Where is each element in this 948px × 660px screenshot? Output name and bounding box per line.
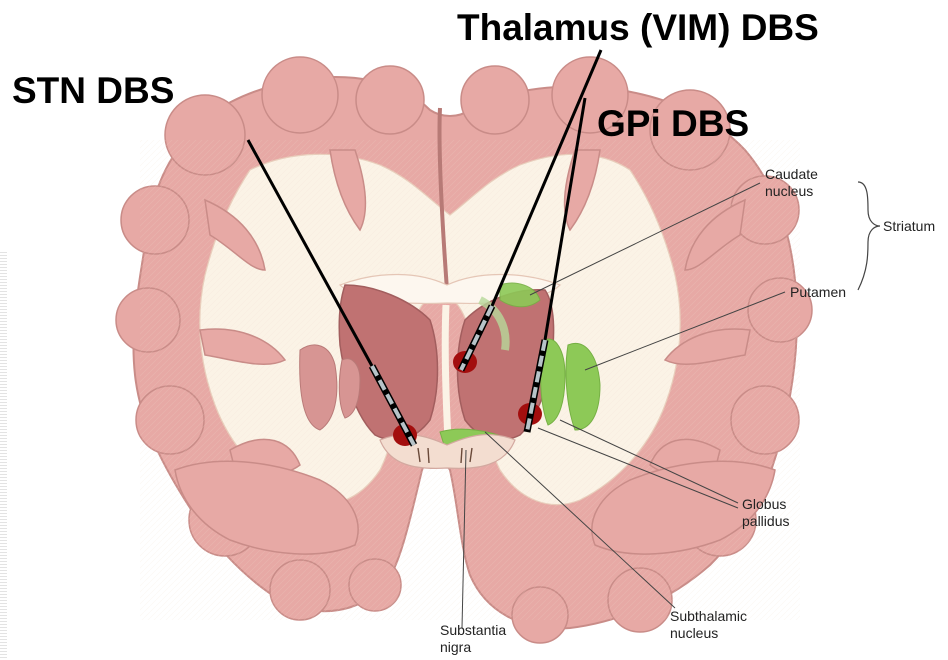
nigra-label-line2: nigra [440, 639, 506, 656]
subthalamic-label-line1: Subthalamic [670, 608, 747, 625]
striatum-label: Striatum [883, 218, 935, 235]
caudate-label-line1: Caudate [765, 166, 818, 183]
striatum-bracket [858, 182, 880, 290]
subthalamic-label: Subthalamic nucleus [670, 608, 747, 642]
globus-label-line1: Globus [742, 496, 789, 513]
putamen-label: Putamen [790, 284, 846, 301]
subthalamic-label-line2: nucleus [670, 625, 747, 642]
nigra-label-line1: Substantia [440, 622, 506, 639]
caudate-label: Caudate nucleus [765, 166, 818, 200]
globus-label-line2: pallidus [742, 513, 789, 530]
stn-dbs-label: STN DBS [12, 72, 174, 109]
substantia-nigra-label: Substantia nigra [440, 622, 506, 656]
gpi-dbs-label: GPi DBS [597, 105, 749, 142]
third-ventricle [445, 305, 448, 440]
globus-pallidus-label: Globus pallidus [742, 496, 789, 530]
vim-dbs-label: Thalamus (VIM) DBS [457, 9, 819, 46]
caudate-label-line2: nucleus [765, 183, 818, 200]
